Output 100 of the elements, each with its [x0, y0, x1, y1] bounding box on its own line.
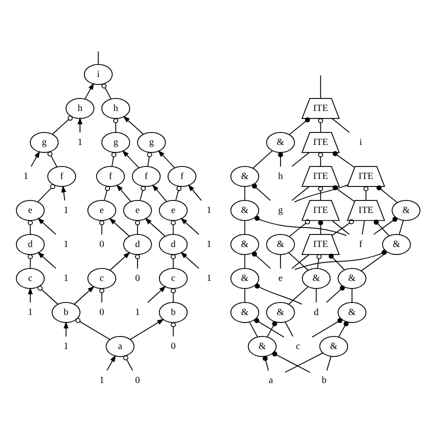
connector — [312, 318, 342, 338]
arrow — [130, 318, 164, 340]
connector — [326, 286, 345, 303]
arrow — [180, 252, 200, 269]
connector — [272, 351, 311, 373]
node-ellipse: f — [168, 166, 196, 187]
connector — [262, 356, 269, 371]
node-ellipse: & — [266, 234, 295, 255]
connector — [111, 152, 116, 167]
connector — [47, 151, 58, 168]
connector — [254, 318, 284, 338]
connector — [140, 186, 146, 201]
connector — [254, 216, 347, 236]
node-ellipse: c — [158, 268, 188, 289]
connector — [361, 252, 388, 272]
connector — [113, 118, 118, 133]
arrow — [144, 218, 166, 237]
node-ellipse: d — [16, 234, 45, 255]
node-text: 1 — [206, 272, 212, 284]
connector — [294, 250, 387, 270]
arrow — [180, 218, 200, 235]
connector — [374, 220, 390, 236]
connector — [75, 318, 110, 340]
connector — [332, 219, 354, 236]
node-text: 1 — [24, 170, 28, 182]
node-ellipse: f — [132, 166, 161, 187]
node-ellipse: e — [158, 200, 188, 221]
arrow — [78, 117, 82, 133]
node-text: g — [278, 204, 283, 216]
connector — [318, 118, 324, 133]
connector — [398, 220, 404, 235]
connector — [326, 356, 332, 371]
connector — [328, 254, 345, 270]
node-text: 1 — [206, 204, 212, 216]
node-text: 0 — [135, 374, 140, 386]
node-ellipse: f — [96, 166, 125, 187]
node-ellipse: & — [319, 336, 348, 357]
connector — [288, 286, 308, 305]
connector — [338, 321, 349, 338]
node-ellipse: h — [66, 98, 94, 119]
connector — [266, 321, 278, 338]
node-text: 1 — [135, 306, 140, 318]
connector — [170, 322, 176, 337]
connector — [252, 184, 271, 201]
arrow — [122, 150, 140, 168]
node-ellipse: c — [16, 268, 45, 289]
node-ellipse: e — [87, 200, 116, 221]
connector — [280, 254, 281, 269]
node-ellipse: d — [158, 234, 188, 255]
connector — [28, 254, 33, 269]
node-ellipse: & — [338, 268, 366, 289]
arrow — [30, 150, 40, 167]
arrow — [188, 184, 202, 201]
connector — [249, 322, 258, 338]
node-text: 1 — [64, 204, 68, 216]
node-ellipse: e — [16, 200, 45, 221]
arrow — [61, 185, 66, 201]
connector — [284, 322, 294, 337]
connector — [288, 117, 310, 135]
node-ellipse: & — [266, 302, 295, 323]
arrow — [37, 252, 56, 269]
node-ellipse: g — [30, 132, 59, 153]
arrow — [110, 252, 130, 271]
connector — [332, 118, 350, 133]
arrow — [152, 184, 167, 202]
node-ellipse: c — [87, 268, 116, 289]
connector — [362, 220, 365, 235]
node-text: b — [322, 374, 327, 386]
node-ellipse: g — [137, 132, 166, 153]
connector — [244, 288, 246, 303]
connector — [318, 220, 324, 235]
connector — [320, 74, 322, 99]
connector — [252, 150, 273, 169]
node-text: c — [296, 340, 300, 352]
connector — [38, 286, 58, 305]
connector — [175, 186, 182, 201]
arrow — [74, 286, 95, 305]
node-ellipse: & — [230, 166, 260, 187]
arrow — [158, 150, 176, 168]
connector — [316, 254, 322, 269]
node-ellipse: & — [230, 234, 260, 255]
connector — [170, 288, 176, 303]
node-ellipse: f — [47, 166, 76, 187]
node-text: f — [359, 238, 362, 250]
connector — [291, 254, 310, 269]
connector — [376, 185, 398, 203]
connector — [28, 220, 33, 235]
connector — [98, 51, 99, 65]
connector — [135, 254, 140, 269]
connector — [288, 252, 308, 271]
connector — [318, 186, 324, 201]
node-ellipse: g — [101, 132, 130, 153]
connector — [278, 152, 284, 167]
connector — [318, 152, 324, 167]
node-ellipse: b — [158, 302, 188, 323]
connector — [363, 186, 368, 201]
node-text: e — [278, 272, 283, 284]
connector — [288, 219, 310, 237]
node-text: 0 — [170, 340, 176, 352]
node-text: 1 — [78, 136, 82, 148]
